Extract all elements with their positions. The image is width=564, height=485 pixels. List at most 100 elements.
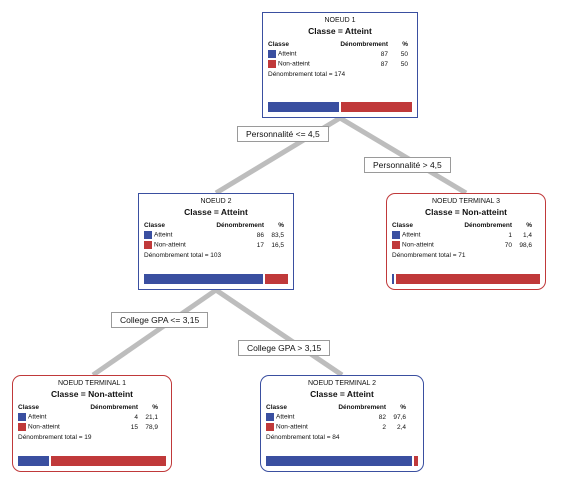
node-class: Classe = Atteint — [310, 389, 374, 399]
class-bar — [266, 456, 418, 466]
header-denombrement: Dénombrement — [216, 222, 264, 229]
pct-non-atteint: 78,9 — [145, 423, 158, 431]
pct-non-atteint: 98,6 — [519, 241, 532, 249]
bar-gap — [394, 274, 397, 284]
node-stats-table: Classe Dénombrement % Atteint 4 21,1 Non… — [18, 404, 158, 432]
node-name: NOEUD TERMINAL 1 — [57, 380, 127, 387]
label-non-atteint: Non-atteint — [28, 423, 60, 431]
header-classe: Classe — [392, 222, 413, 229]
pct-atteint: 50 — [400, 50, 408, 58]
class-bar — [18, 456, 166, 466]
edge-n2-t1 — [91, 287, 218, 378]
terminal-node-2[interactable]: NOEUD TERMINAL 2 Classe = Atteint Classe… — [260, 375, 424, 472]
bar-atteint-segment — [392, 274, 395, 284]
label-atteint: Atteint — [402, 231, 421, 239]
node-class: Classe = Non-atteint — [51, 389, 133, 399]
node-name: NOEUD 1 — [324, 17, 356, 24]
label-atteint: Atteint — [28, 413, 47, 421]
bar-gap — [48, 456, 51, 466]
count-non-atteint: 17 — [256, 241, 264, 249]
header-classe: Classe — [144, 222, 165, 229]
bar-atteint-segment — [266, 456, 413, 466]
row-atteint: Atteint 1 1,4 — [392, 230, 532, 240]
count-non-atteint: 87 — [380, 60, 388, 68]
header-pct: % — [152, 404, 158, 411]
pct-non-atteint: 2,4 — [396, 423, 406, 431]
label-non-atteint: Non-atteint — [402, 241, 434, 249]
count-non-atteint: 2 — [382, 423, 386, 431]
node-total: Dénombrement total = 103 — [144, 252, 222, 259]
pct-atteint: 1,4 — [522, 231, 532, 239]
label-non-atteint: Non-atteint — [278, 60, 310, 68]
node-2[interactable]: NOEUD 2 Classe = Atteint Classe Dénombre… — [138, 193, 294, 290]
node-1[interactable]: NOEUD 1 Classe = Atteint Classe Dénombre… — [262, 12, 418, 118]
class-bar — [268, 102, 412, 112]
header-classe: Classe — [18, 404, 39, 411]
count-atteint: 87 — [380, 50, 388, 58]
header-denombrement: Dénombrement — [464, 222, 512, 229]
label-atteint: Atteint — [276, 413, 295, 421]
node-stats-table: Classe Dénombrement % Atteint 1 1,4 Non-… — [392, 222, 532, 250]
bar-gap — [262, 274, 265, 284]
header-denombrement: Dénombrement — [338, 404, 386, 411]
node-total: Dénombrement total = 71 — [392, 252, 466, 259]
node-name: NOEUD 2 — [200, 198, 232, 205]
atteint-swatch — [266, 413, 274, 421]
pct-atteint: 97,6 — [393, 413, 406, 421]
label-atteint: Atteint — [278, 50, 297, 58]
rule-personnalite-le: Personnalité <= 4,5 — [237, 126, 329, 142]
node-name: NOEUD TERMINAL 2 — [307, 380, 377, 387]
non-atteint-swatch — [268, 60, 276, 68]
non-atteint-swatch — [266, 423, 274, 431]
bar-atteint-segment — [18, 456, 49, 466]
pct-non-atteint: 16,5 — [271, 241, 284, 249]
terminal-node-1[interactable]: NOEUD TERMINAL 1 Classe = Non-atteint Cl… — [12, 375, 172, 472]
node-class: Classe = Non-atteint — [425, 207, 507, 217]
pct-atteint: 21,1 — [145, 413, 158, 421]
header-pct: % — [278, 222, 284, 229]
count-atteint: 4 — [134, 413, 138, 421]
bar-gap — [339, 102, 341, 112]
bar-atteint-segment — [144, 274, 263, 284]
header-pct: % — [400, 404, 406, 411]
rule-gpa-gt: College GPA > 3,15 — [238, 340, 331, 356]
row-atteint: Atteint 86 83,5 — [144, 230, 284, 240]
pct-non-atteint: 50 — [400, 60, 408, 68]
atteint-swatch — [392, 231, 400, 239]
header-denombrement: Dénombrement — [340, 41, 388, 48]
row-atteint: Atteint 4 21,1 — [18, 412, 158, 422]
row-non-atteint: Non-atteint 15 78,9 — [18, 422, 158, 432]
node-stats-table: Classe Dénombrement % Atteint 87 50 Non-… — [268, 41, 408, 69]
count-non-atteint: 15 — [130, 423, 138, 431]
node-total: Dénombrement total = 84 — [266, 434, 340, 441]
row-non-atteint: Non-atteint 17 16,5 — [144, 240, 284, 250]
edge-n2-t2 — [214, 287, 344, 378]
node-class: Classe = Atteint — [184, 207, 248, 217]
bar-non-atteint-segment — [50, 456, 166, 466]
edge-n1-t3 — [338, 115, 468, 196]
non-atteint-swatch — [144, 241, 152, 249]
row-non-atteint: Non-atteint 70 98,6 — [392, 240, 532, 250]
row-atteint: Atteint 87 50 — [268, 49, 408, 59]
non-atteint-swatch — [392, 241, 400, 249]
row-atteint: Atteint 82 97,6 — [266, 412, 406, 422]
label-atteint: Atteint — [154, 231, 173, 239]
node-total: Dénombrement total = 174 — [268, 71, 346, 78]
class-bar — [392, 274, 540, 284]
count-atteint: 82 — [378, 413, 386, 421]
node-class: Classe = Atteint — [308, 26, 372, 36]
header-classe: Classe — [268, 41, 289, 48]
non-atteint-swatch — [18, 423, 26, 431]
pct-atteint: 83,5 — [271, 231, 284, 239]
rule-personnalite-gt: Personnalité > 4,5 — [364, 157, 451, 173]
node-stats-table: Classe Dénombrement % Atteint 82 97,6 No… — [266, 404, 406, 432]
count-atteint: 86 — [256, 231, 264, 239]
node-total: Dénombrement total = 19 — [18, 434, 92, 441]
bar-gap — [412, 456, 415, 466]
bar-non-atteint-segment — [414, 456, 418, 466]
count-non-atteint: 70 — [504, 241, 512, 249]
terminal-node-3[interactable]: NOEUD TERMINAL 3 Classe = Non-atteint Cl… — [386, 193, 546, 290]
node-stats-table: Classe Dénombrement % Atteint 86 83,5 No… — [144, 222, 284, 250]
row-non-atteint: Non-atteint 2 2,4 — [266, 422, 406, 432]
